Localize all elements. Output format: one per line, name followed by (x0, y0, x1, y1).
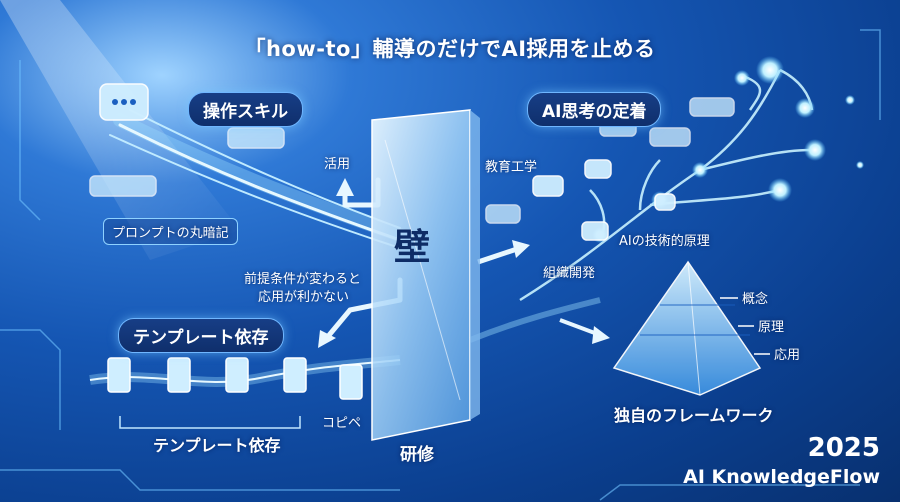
pyramid-level-concept: 概念 (742, 292, 769, 307)
chat-dots (112, 99, 136, 105)
copypaste-label: コピペ (322, 416, 362, 431)
template-pill: テンプレート依存 (118, 318, 284, 353)
ai-principle-label: AIの技術的原理 (619, 234, 710, 249)
light-beam (0, 0, 240, 260)
wall-character: 壁 (394, 227, 431, 268)
pyramid-level-principle: 原理 (758, 320, 785, 335)
framework-label: 独自のフレームワーク (614, 406, 774, 425)
condition-label-line2: 応用が利かない (258, 290, 350, 305)
ai-thinking-pill: AI思考の定着 (527, 92, 662, 127)
training-label: 研修 (400, 445, 434, 465)
org-development-label: 組織開発 (543, 266, 596, 281)
brand-label: AI KnowledgeFlow (683, 466, 880, 488)
network-nodes (592, 56, 864, 243)
pyramid (612, 260, 770, 396)
skill-pill: 操作スキル (188, 92, 303, 127)
page-title: 「how-to」輔導のだけでAI採用を止める (244, 37, 656, 61)
circuit-lines (0, 29, 881, 501)
year-label: 2025 (807, 433, 880, 463)
glass-wall (371, 109, 480, 441)
template-caption: テンプレート依存 (153, 436, 281, 455)
arrow-right-head (512, 240, 530, 258)
pyramid-level-application: 応用 (774, 348, 801, 363)
knowledge-stream (109, 109, 407, 249)
arrow-right-stream (477, 245, 521, 265)
condition-label-line1: 前提条件が変わると (244, 272, 362, 287)
prompt-label: プロンプトの丸暗記 (103, 218, 238, 245)
arrow-head-down (318, 330, 336, 348)
template-documents (107, 357, 363, 400)
template-stream (89, 297, 601, 387)
arrow-to-pyramid-head (592, 326, 610, 344)
apply-label: 活用 (324, 157, 351, 172)
template-bracket (119, 416, 301, 429)
education-label: 教育工学 (485, 160, 538, 175)
arrow-head-up (336, 178, 354, 196)
